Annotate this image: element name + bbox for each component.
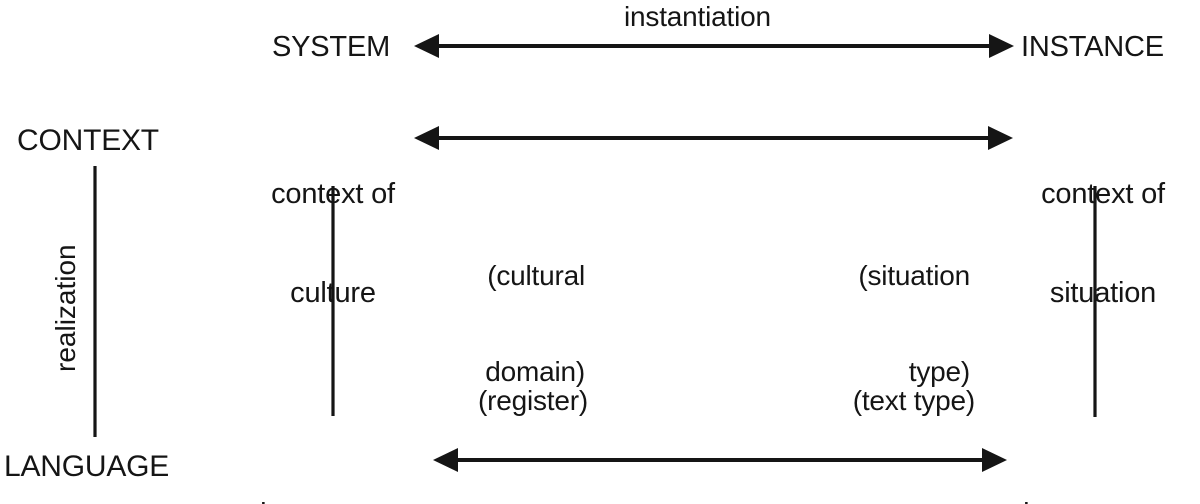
node-language-as-system: language as system: [243, 432, 433, 504]
node-system: SYSTEM: [272, 31, 391, 63]
node-context-of-situation-line1: context of: [1041, 178, 1165, 211]
node-context-of-culture-line2: culture: [290, 277, 376, 310]
intermediate-cultural-domain: (cultural domain): [425, 196, 585, 451]
intermediate-situation-type: (situation type): [810, 196, 970, 451]
axis-caption-language: LANGUAGE: [4, 450, 170, 483]
intermediate-text-type: (text type): [852, 385, 975, 416]
node-context-of-culture: context of culture: [253, 112, 413, 376]
node-language-as-text-line1: language as: [1012, 498, 1190, 504]
intermediate-register: (register): [477, 385, 588, 416]
axis-caption-realization: realization: [50, 244, 81, 372]
intermediate-situation-type-line1: (situation: [858, 259, 970, 291]
node-instance: INSTANCE: [1021, 31, 1164, 63]
node-context-of-situation: context of situation: [1018, 112, 1188, 376]
axis-caption-context: CONTEXT: [17, 124, 159, 157]
node-context-of-culture-line1: context of: [271, 178, 395, 211]
intermediate-cultural-domain-line2: domain): [485, 355, 585, 387]
instantiation-caption: instantiation: [624, 1, 771, 32]
instantiation-arrow-system-instance: [414, 34, 1014, 58]
node-context-of-situation-line2: situation: [1049, 277, 1157, 310]
instantiation-arrow-context: [414, 126, 1013, 150]
node-language-as-text: language as text: [1012, 432, 1190, 504]
instantiation-arrow-language: [433, 448, 1007, 472]
node-language-as-system-line1: language as: [243, 498, 433, 504]
intermediate-situation-type-line2: type): [908, 355, 970, 387]
intermediate-cultural-domain-line1: (cultural: [487, 259, 585, 291]
